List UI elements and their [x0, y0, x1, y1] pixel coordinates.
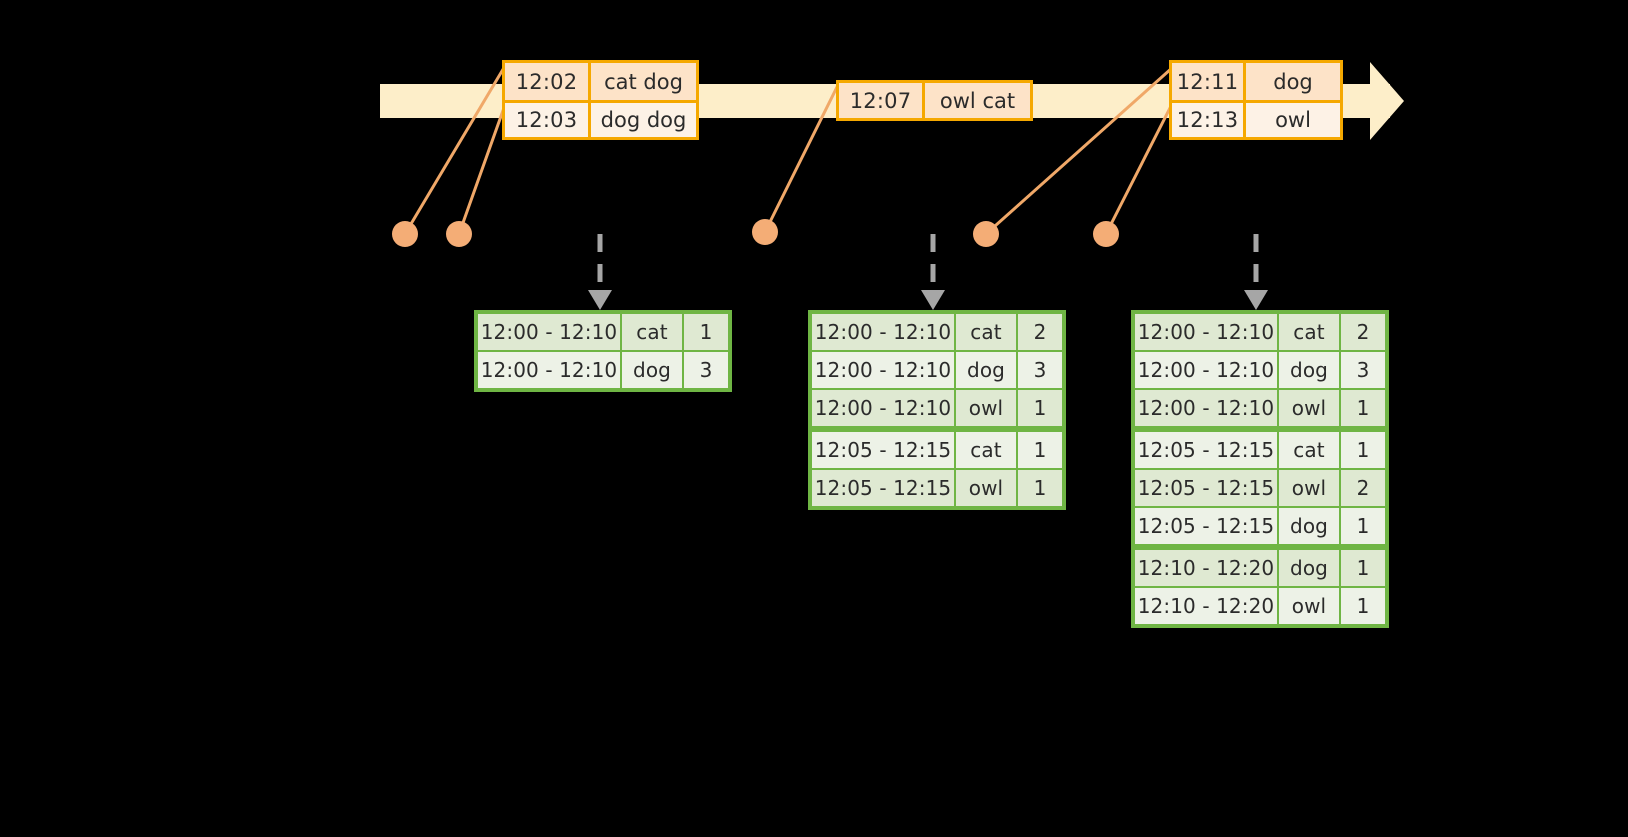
result-table-2[interactable]: 12:00 - 12:10 cat 2 12:00 - 12:10 dog 3 … — [808, 310, 1066, 510]
connector-line-5 — [1104, 102, 1174, 236]
event-timestamp: 12:07 — [839, 83, 925, 118]
cell-count: 2 — [1018, 314, 1062, 350]
cell-count: 1 — [1018, 432, 1062, 468]
table-row[interactable]: 12:00 - 12:10 cat 2 — [1135, 314, 1385, 350]
cell-window: 12:00 - 12:10 — [812, 314, 954, 350]
cell-count: 1 — [1341, 588, 1385, 624]
table-row[interactable]: 12:05 - 12:15 cat 1 — [1135, 432, 1385, 468]
cell-count: 1 — [1341, 508, 1385, 544]
cell-word: cat — [622, 314, 682, 350]
cell-word: owl — [1279, 390, 1339, 426]
cell-word: owl — [956, 390, 1016, 426]
cell-count: 1 — [1341, 550, 1385, 586]
cell-count: 2 — [1341, 314, 1385, 350]
table-row[interactable]: 12:00 - 12:10 owl 1 — [1135, 390, 1385, 426]
table-row[interactable]: 12:05 - 12:15 dog 1 — [1135, 508, 1385, 544]
connector-line-3 — [763, 83, 840, 234]
event-dot-2 — [446, 221, 472, 247]
event-group-3[interactable]: 12:11 dog 12:13 owl — [1169, 60, 1343, 140]
event-timestamp: 12:03 — [505, 103, 591, 137]
result-table-1[interactable]: 12:00 - 12:10 cat 1 12:00 - 12:10 dog 3 — [474, 310, 732, 392]
cell-count: 1 — [684, 314, 728, 350]
cell-window: 12:00 - 12:10 — [1135, 314, 1277, 350]
dashed-arrows — [588, 234, 1268, 310]
table-group-separator — [1135, 428, 1385, 430]
event-row[interactable]: 12:13 owl — [1172, 100, 1340, 137]
event-row[interactable]: 12:11 dog — [1172, 63, 1340, 100]
cell-window: 12:00 - 12:10 — [812, 390, 954, 426]
event-dot-3 — [752, 219, 778, 245]
cell-window: 12:05 - 12:15 — [812, 470, 954, 506]
table-row[interactable]: 12:05 - 12:15 cat 1 — [812, 432, 1062, 468]
cell-window: 12:05 - 12:15 — [812, 432, 954, 468]
table-row[interactable]: 12:00 - 12:10 owl 1 — [812, 390, 1062, 426]
cell-word: cat — [1279, 432, 1339, 468]
table-row[interactable]: 12:00 - 12:10 dog 3 — [1135, 352, 1385, 388]
event-words: dog — [1273, 69, 1313, 94]
event-timestamp: 12:13 — [1172, 103, 1246, 137]
result-table-3[interactable]: 12:00 - 12:10 cat 2 12:00 - 12:10 dog 3 … — [1131, 310, 1389, 628]
table-row[interactable]: 12:05 - 12:15 owl 1 — [812, 470, 1062, 506]
cell-count: 1 — [1018, 470, 1062, 506]
event-words: cat dog — [604, 69, 683, 94]
cell-window: 12:00 - 12:10 — [812, 352, 954, 388]
table-row[interactable]: 12:00 - 12:10 cat 2 — [812, 314, 1062, 350]
table-row[interactable]: 12:00 - 12:10 dog 3 — [812, 352, 1062, 388]
cell-word: dog — [1279, 508, 1339, 544]
table-row[interactable]: 12:10 - 12:20 owl 1 — [1135, 588, 1385, 624]
cell-window: 12:05 - 12:15 — [1135, 508, 1277, 544]
cell-word: dog — [1279, 550, 1339, 586]
event-dot-1 — [392, 221, 418, 247]
table-group-separator — [1135, 546, 1385, 548]
cell-window: 12:05 - 12:15 — [1135, 470, 1277, 506]
cell-count: 3 — [1341, 352, 1385, 388]
dashed-arrow-3 — [1244, 234, 1268, 310]
cell-window: 12:00 - 12:10 — [1135, 352, 1277, 388]
cell-window: 12:10 - 12:20 — [1135, 550, 1277, 586]
cell-count: 3 — [684, 352, 728, 388]
cell-word: dog — [622, 352, 682, 388]
event-dot-5 — [1093, 221, 1119, 247]
table-group-separator — [812, 428, 1062, 430]
event-words: owl — [1275, 108, 1311, 132]
table-row[interactable]: 12:05 - 12:15 owl 2 — [1135, 470, 1385, 506]
cell-window: 12:00 - 12:10 — [478, 314, 620, 350]
event-group-2[interactable]: 12:07 owl cat — [836, 80, 1033, 121]
event-words: owl cat — [939, 88, 1016, 113]
cell-word: dog — [956, 352, 1016, 388]
cell-window: 12:00 - 12:10 — [478, 352, 620, 388]
cell-count: 1 — [1018, 390, 1062, 426]
event-timestamp: 12:11 — [1172, 63, 1246, 100]
table-row[interactable]: 12:00 - 12:10 cat 1 — [478, 314, 728, 350]
cell-count: 1 — [1341, 390, 1385, 426]
connector-line-2 — [457, 103, 507, 236]
event-dot-4 — [973, 221, 999, 247]
dashed-arrow-2 — [921, 234, 945, 310]
event-timestamp: 12:02 — [505, 63, 591, 100]
event-words: dog dog — [600, 108, 687, 132]
cell-window: 12:05 - 12:15 — [1135, 432, 1277, 468]
cell-window: 12:10 - 12:20 — [1135, 588, 1277, 624]
event-row[interactable]: 12:02 cat dog — [505, 63, 696, 100]
event-group-1[interactable]: 12:02 cat dog 12:03 dog dog — [502, 60, 699, 140]
cell-count: 2 — [1341, 470, 1385, 506]
event-row[interactable]: 12:03 dog dog — [505, 100, 696, 137]
event-row[interactable]: 12:07 owl cat — [839, 83, 1030, 118]
dashed-arrow-1 — [588, 234, 612, 310]
cell-word: cat — [956, 432, 1016, 468]
cell-word: owl — [956, 470, 1016, 506]
cell-word: owl — [1279, 470, 1339, 506]
cell-word: owl — [1279, 588, 1339, 624]
cell-word: dog — [1279, 352, 1339, 388]
cell-count: 1 — [1341, 432, 1385, 468]
table-row[interactable]: 12:10 - 12:20 dog 1 — [1135, 550, 1385, 586]
connector-dots — [392, 219, 1119, 247]
cell-word: cat — [1279, 314, 1339, 350]
connector-line-1 — [403, 64, 507, 236]
cell-window: 12:00 - 12:10 — [1135, 390, 1277, 426]
cell-word: cat — [956, 314, 1016, 350]
table-row[interactable]: 12:00 - 12:10 dog 3 — [478, 352, 728, 388]
cell-count: 3 — [1018, 352, 1062, 388]
